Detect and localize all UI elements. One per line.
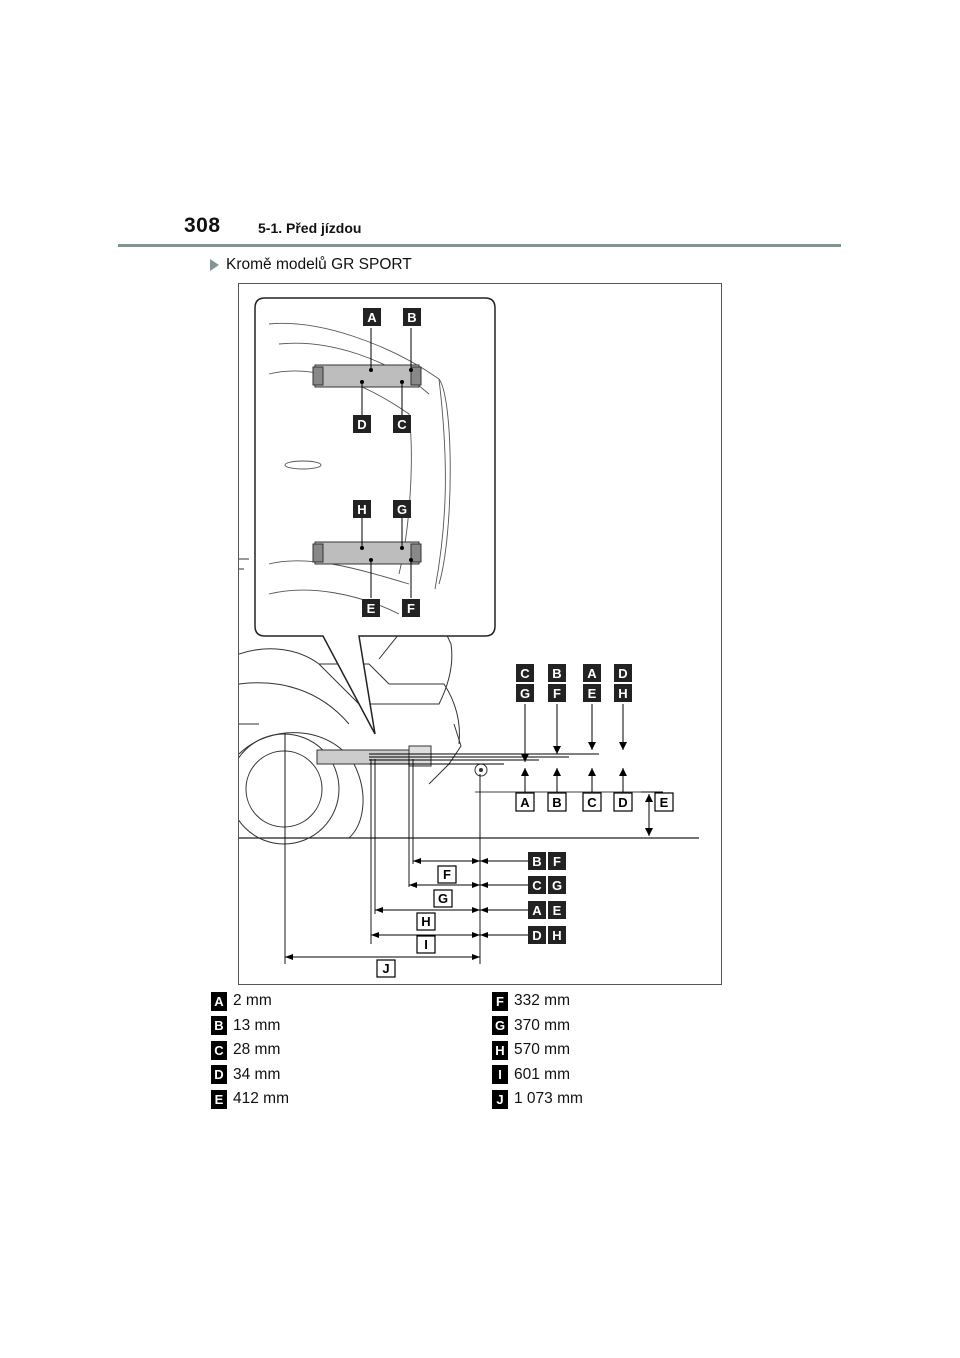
callout-label: G <box>393 500 411 518</box>
stack-text: D <box>618 666 627 681</box>
legend-key: D <box>211 1065 227 1085</box>
callout-label: F <box>402 599 420 617</box>
dim-label: I <box>424 937 428 952</box>
legend-value: 601 mm <box>514 1065 570 1083</box>
legend-value: 13 mm <box>233 1016 281 1034</box>
stack-text: G <box>520 686 530 701</box>
callout-text: G <box>397 502 407 517</box>
legend-right: F 332 mm G 370 mm H 570 mm I 601 mm J 1 073 m… <box>492 989 583 1112</box>
callout-label: A <box>363 308 381 326</box>
legend-value: 570 mm <box>514 1041 570 1059</box>
stack-label: B F <box>548 664 566 702</box>
legend-value: 1 073 mm <box>514 1090 583 1108</box>
pair-text: H <box>552 928 561 943</box>
legend-key: H <box>492 1040 508 1060</box>
callout-text: F <box>407 601 415 616</box>
legend-item: G 370 mm <box>492 1014 583 1039</box>
dim-label: G <box>438 891 448 906</box>
stack-label: C G <box>516 664 534 702</box>
legend-key: C <box>211 1040 227 1060</box>
stack-text: H <box>618 686 627 701</box>
pair-text: F <box>553 854 561 869</box>
legend-value: 2 mm <box>233 992 272 1010</box>
pair-label: B F <box>528 852 566 870</box>
stack-label: A E <box>583 664 601 702</box>
callout-text: A <box>367 310 377 325</box>
dim-label: F <box>443 867 451 882</box>
callout-label: D <box>353 415 371 433</box>
stack-text: B <box>552 666 561 681</box>
header-divider <box>118 244 841 247</box>
stack-text: A <box>587 666 597 681</box>
pair-text: C <box>532 878 542 893</box>
stack-text: E <box>588 686 597 701</box>
stack-label: D H <box>614 664 632 702</box>
legend-key: A <box>211 991 227 1011</box>
legend-key: G <box>492 1016 508 1036</box>
legend-item: A 2 mm <box>211 989 289 1014</box>
pair-label: D H <box>528 926 566 944</box>
tow-hitch-diagram: A B D C H G E F <box>238 283 722 985</box>
legend-key: I <box>492 1065 508 1085</box>
page-number: 308 <box>184 214 221 237</box>
diagram-svg: A B D C H G E F <box>239 297 699 978</box>
callout-label: E <box>362 599 380 617</box>
legend-item: E 412 mm <box>211 1087 289 1112</box>
row-label: C <box>587 795 597 810</box>
legend-value: 332 mm <box>514 992 570 1010</box>
callout-label: C <box>393 415 411 433</box>
callout-text: H <box>357 502 366 517</box>
pair-text: D <box>532 928 541 943</box>
pair-label: C G <box>528 876 566 894</box>
pair-text: G <box>552 878 562 893</box>
legend-key: B <box>211 1016 227 1036</box>
dim-label: J <box>382 961 389 976</box>
legend-value: 28 mm <box>233 1041 281 1059</box>
pair-label: A E <box>528 901 566 919</box>
bullet-triangle-icon <box>210 259 219 271</box>
row-label: A <box>520 795 530 810</box>
callout-text: D <box>357 417 366 432</box>
dim-label: H <box>421 914 430 929</box>
legend-key: E <box>211 1089 227 1109</box>
legend-item: D 34 mm <box>211 1063 289 1088</box>
row-label: E <box>660 795 669 810</box>
legend-left: A 2 mm B 13 mm C 28 mm D 34 mm E 412 mm <box>211 989 289 1112</box>
section-title: 5-1. Před jízdou <box>258 220 362 236</box>
callout-label: B <box>403 308 421 326</box>
legend-item: C 28 mm <box>211 1038 289 1063</box>
legend-value: 412 mm <box>233 1090 289 1108</box>
subheading: Kromě modelů GR SPORT <box>210 256 412 274</box>
stack-text: C <box>520 666 530 681</box>
legend-key: J <box>492 1089 508 1109</box>
legend-key: F <box>492 991 508 1011</box>
legend-item: B 13 mm <box>211 1014 289 1039</box>
row-label: B <box>552 795 561 810</box>
pair-text: B <box>532 854 541 869</box>
pair-text: E <box>553 903 562 918</box>
callout-label: H <box>353 500 371 518</box>
legend-value: 34 mm <box>233 1065 281 1083</box>
subheading-text: Kromě modelů GR SPORT <box>226 256 412 273</box>
legend-item: I 601 mm <box>492 1063 583 1088</box>
callout-text: C <box>397 417 407 432</box>
stack-text: F <box>553 686 561 701</box>
callout-text: E <box>367 601 376 616</box>
legend-item: F 332 mm <box>492 989 583 1014</box>
callout-text: B <box>407 310 416 325</box>
row-label: D <box>618 795 627 810</box>
legend-item: J 1 073 mm <box>492 1087 583 1112</box>
legend-item: H 570 mm <box>492 1038 583 1063</box>
legend-value: 370 mm <box>514 1016 570 1034</box>
pair-text: A <box>532 903 542 918</box>
